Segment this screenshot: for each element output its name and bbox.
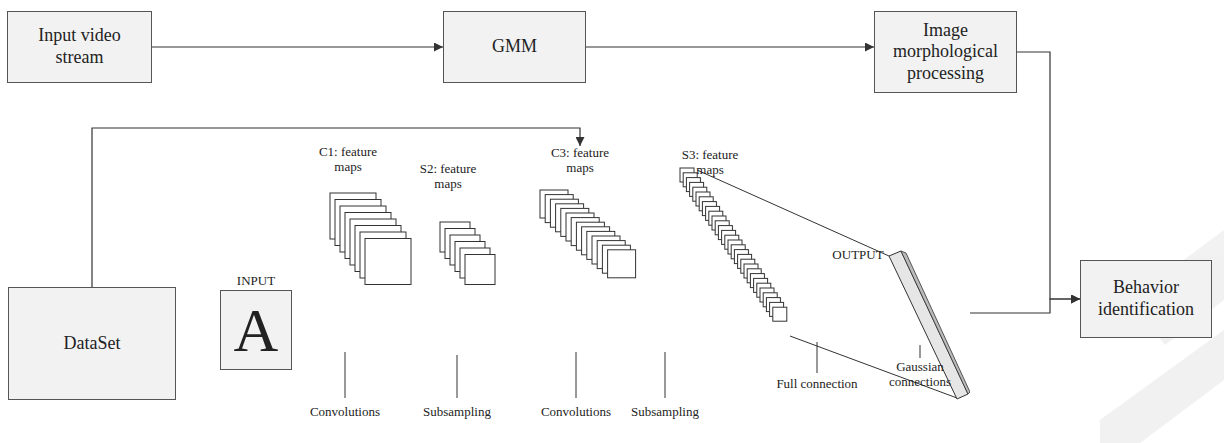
layer-label: C1: feature maps <box>313 145 383 175</box>
layer-label: Subsampling <box>423 405 491 420</box>
node-text: Behavior identification <box>1089 277 1203 320</box>
node-text: INPUT <box>212 274 300 289</box>
data-box: DataSet <box>8 287 176 400</box>
tick-lines <box>345 342 920 398</box>
layer-label: S2: feature maps <box>413 162 483 192</box>
node-text: Image morphological processing <box>883 20 1008 85</box>
feature-map-stack: C3: feature maps <box>535 146 625 176</box>
flow-arrow <box>152 46 443 47</box>
process-box: Input video stream <box>7 11 152 83</box>
feature-map <box>465 255 495 285</box>
layer-label: Gaussian connections <box>885 360 955 390</box>
process-box: Behavior identification <box>1080 260 1212 338</box>
flow-arrow <box>1017 52 1080 299</box>
feature-map <box>608 250 636 278</box>
process-box: Image morphological processing <box>874 11 1017 93</box>
feature-map <box>365 239 411 285</box>
input-image: INPUT A <box>212 274 300 370</box>
layer-label: Convolutions <box>541 405 611 420</box>
feature-map <box>773 307 787 321</box>
node-text: A <box>234 299 279 361</box>
input-frame: A <box>220 290 292 370</box>
flow-arrow <box>586 46 874 47</box>
layer-label: Convolutions <box>310 405 380 420</box>
flow-arrow <box>970 299 1080 313</box>
layer-label: S3: feature maps <box>675 148 745 178</box>
node-text: OUTPUT <box>828 248 888 263</box>
process-box: GMM <box>443 11 586 83</box>
node-text: Input video stream <box>16 25 143 68</box>
layer-label: Subsampling <box>631 405 699 420</box>
node-text: DataSet <box>64 333 121 355</box>
node-text: GMM <box>492 36 537 58</box>
node-text: C3: feature maps <box>545 146 615 176</box>
flow-arrow <box>92 128 580 287</box>
layer-label: Full connection <box>776 377 857 392</box>
